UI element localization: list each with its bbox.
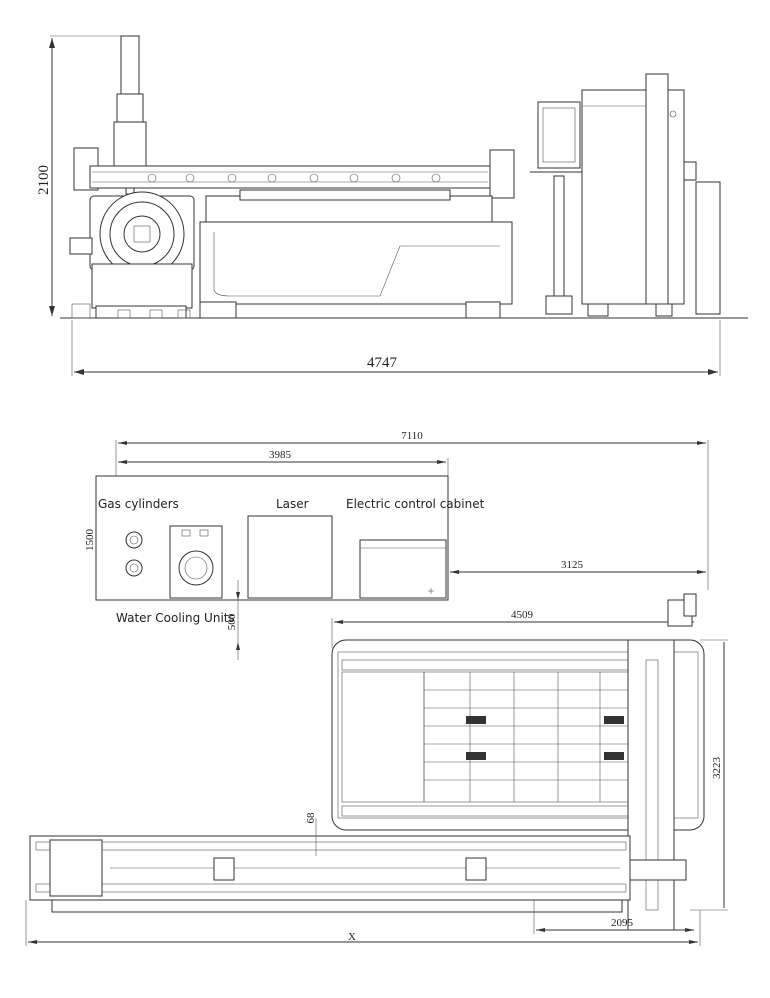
tube-offset-dim: 68	[305, 812, 317, 824]
cabinet-depth-dim: 1500	[84, 529, 96, 552]
cabinet-span-dim: 3985	[269, 449, 292, 461]
side-width-dim: 4747	[367, 355, 398, 371]
gas-cylinders-label: Gas cylinders	[98, 497, 179, 511]
ancillary-equipment-view: 7110 3985 1500 500 3125 Gas cylinders La…	[84, 430, 709, 660]
total-length-dim: 7110	[401, 430, 423, 442]
frame-overhang-dim: 2095	[611, 917, 634, 929]
electric-cabinet-label: Electric control cabinet	[346, 497, 485, 511]
gap-dim: 500	[226, 613, 238, 630]
overall-x-dim: X	[348, 931, 356, 943]
plan-view: 4509 3223 68 2095 X	[25, 593, 728, 946]
side-height-dim: 2100	[36, 165, 52, 195]
bed-width-dim: 4509	[511, 609, 534, 621]
water-cooling-label: Water Cooling Units	[116, 611, 235, 625]
machine-depth-dim: 3223	[711, 757, 723, 780]
side-elevation-view: 2100 4747	[36, 35, 748, 376]
laser-label: Laser	[276, 497, 309, 511]
cabinet-offset-dim: 3125	[561, 559, 584, 571]
